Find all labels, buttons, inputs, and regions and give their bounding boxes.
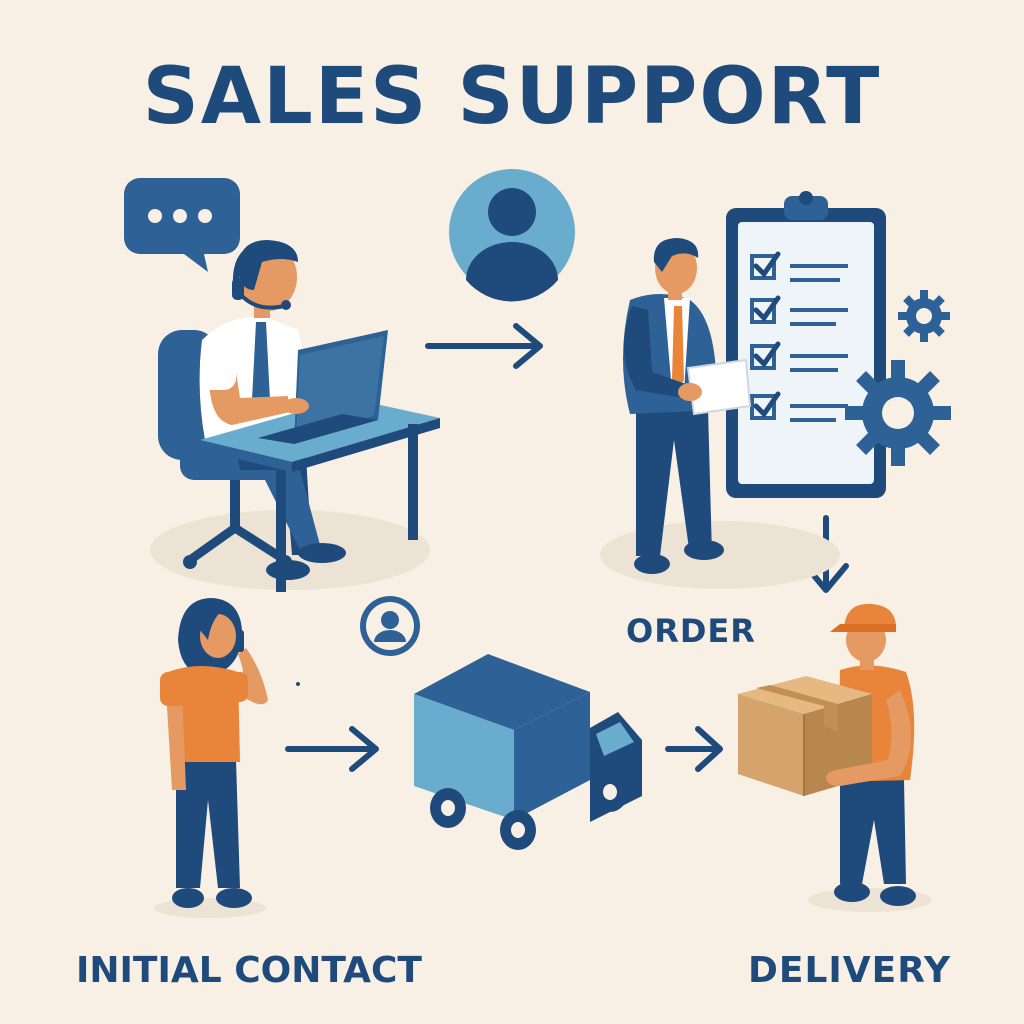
delivery-man: [738, 603, 932, 912]
truck-icon: [414, 654, 642, 850]
chat-bubble-icon: [124, 178, 240, 272]
dot-mark: [296, 682, 300, 686]
step-label-delivery: DELIVERY: [748, 950, 952, 991]
clipboard-checklist-icon: [726, 191, 886, 498]
arrow-to-box: [665, 726, 723, 772]
page-title: SALES SUPPORT: [142, 52, 882, 142]
step-label-initial-contact: INITIAL CONTACT: [76, 950, 422, 991]
order-manager: [600, 191, 951, 589]
support-agent: [150, 240, 440, 592]
gear-icon: [845, 360, 951, 466]
user-avatar-icon: [449, 169, 575, 302]
customer-woman: [154, 598, 268, 918]
small-user-avatar-icon: [360, 596, 420, 656]
arrow-to-order: [425, 323, 543, 369]
arrow-to-truck: [285, 726, 379, 772]
step-label-order: ORDER: [626, 612, 756, 650]
small-gear-icon: [898, 290, 950, 342]
